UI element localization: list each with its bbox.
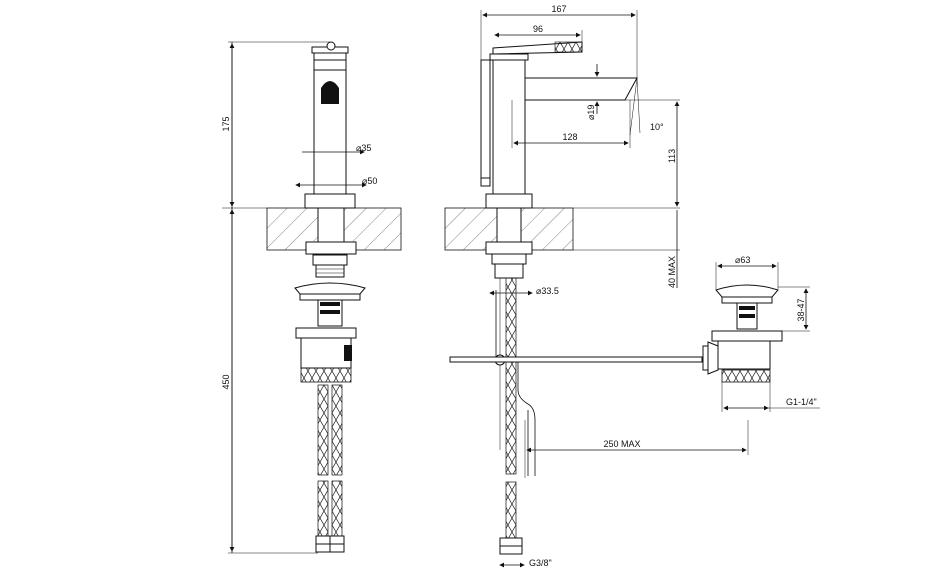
dim-side-drain-distance: 250 MAX <box>603 439 640 449</box>
side-tap-body <box>492 54 526 196</box>
dim-side-spout-angle: 10° <box>650 122 664 132</box>
dim-side-hose-thread: G3/8" <box>529 558 552 568</box>
front-hose-left <box>317 384 329 476</box>
dim-side-shank-diameter: ⌀33.5 <box>536 286 559 296</box>
front-hose-right <box>331 384 343 476</box>
dim-side-handle-length: 96 <box>533 24 543 34</box>
dim-waste-height-range: 38-47 <box>796 298 806 321</box>
side-view: 167 96 128 ⌀19 10° 113 40 MAX ⌀33.5 250 … <box>444 4 749 568</box>
dim-side-height-spout: 113 <box>667 149 677 163</box>
dim-side-overall-width: 167 <box>551 4 566 14</box>
waste-detail: ⌀63 38-47 G1-1/4" <box>702 255 820 412</box>
front-view: 175 450 ⌀35 ⌀50 <box>221 41 402 554</box>
dim-side-deck-thickness: 40 MAX <box>667 256 677 288</box>
dim-waste-cap-diameter: ⌀63 <box>735 255 750 265</box>
front-waste <box>294 282 366 383</box>
side-spout <box>524 77 638 101</box>
dim-side-spout-diameter: ⌀19 <box>586 105 596 120</box>
dim-front-diameter-body: ⌀35 <box>356 143 371 153</box>
dim-front-diameter-base: ⌀50 <box>362 176 377 186</box>
front-tap-body <box>313 51 347 195</box>
drain-linkage-rod <box>449 356 703 363</box>
front-aerator <box>321 81 339 104</box>
dim-front-height-below: 450 <box>221 374 231 389</box>
side-hose <box>505 277 517 475</box>
front-handle-knob <box>326 41 336 51</box>
dim-side-spout-reach: 128 <box>562 132 577 142</box>
dim-waste-thread: G1-1/4" <box>786 397 817 407</box>
dim-front-height-spout: 175 <box>221 116 231 131</box>
